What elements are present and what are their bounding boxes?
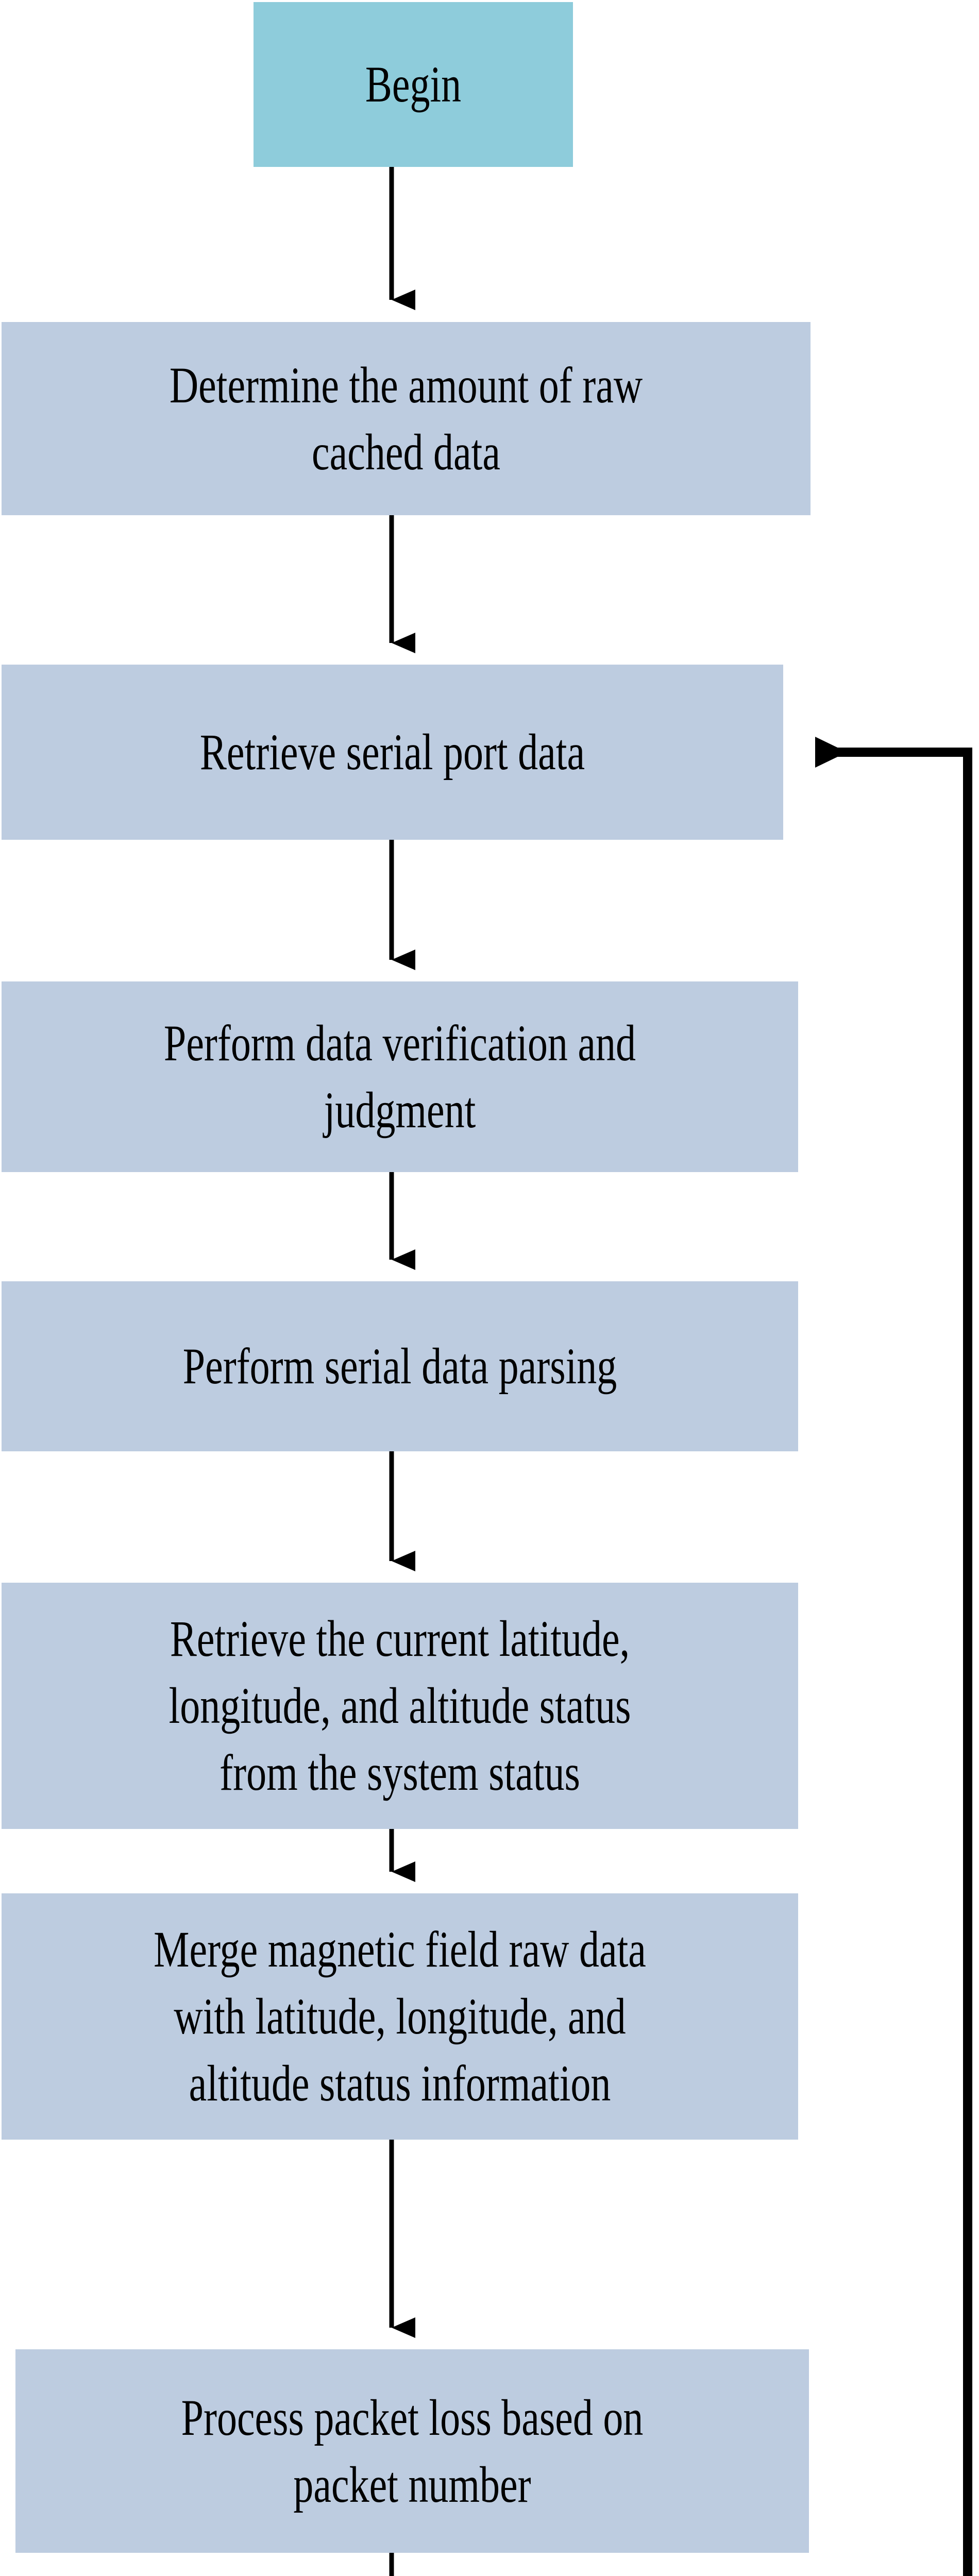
node-retrieve-serial-port-data-label: Retrieve serial port data [199, 723, 585, 781]
node-perform-serial-data-parsing[interactable]: Perform serial data parsing [2, 1281, 798, 1451]
node-process-packet-loss[interactable]: Process packet loss based on packet numb… [15, 2349, 809, 2553]
node-perform-data-verification-judgment[interactable]: Perform data verification and judgment [2, 981, 798, 1172]
node-retrieve-lat-lon-alt-status[interactable]: Retrieve the current latitude, longitude… [2, 1583, 798, 1829]
node-merge-magnetic-field-raw-data-label: Merge magnetic field raw data with latit… [154, 1921, 646, 2112]
node-merge-magnetic-field-raw-data[interactable]: Merge magnetic field raw data with latit… [2, 1893, 798, 2140]
node-perform-data-verification-judgment-label: Perform data verification and judgment [163, 1014, 636, 1139]
node-determine-raw-cached-data[interactable]: Determine the amount of raw cached data [2, 322, 811, 515]
node-retrieve-lat-lon-alt-status-label: Retrieve the current latitude, longitude… [168, 1610, 631, 1801]
node-begin-label: Begin [365, 56, 462, 113]
edge-feedback-loop-to-retrieve-serial [815, 737, 972, 2576]
node-begin[interactable]: Begin [254, 2, 573, 167]
node-process-packet-loss-label: Process packet loss based on packet numb… [181, 2388, 644, 2513]
node-retrieve-serial-port-data[interactable]: Retrieve serial port data [2, 665, 783, 840]
node-determine-raw-cached-data-label: Determine the amount of raw cached data [169, 356, 643, 481]
node-perform-serial-data-parsing-label: Perform serial data parsing [182, 1337, 617, 1395]
